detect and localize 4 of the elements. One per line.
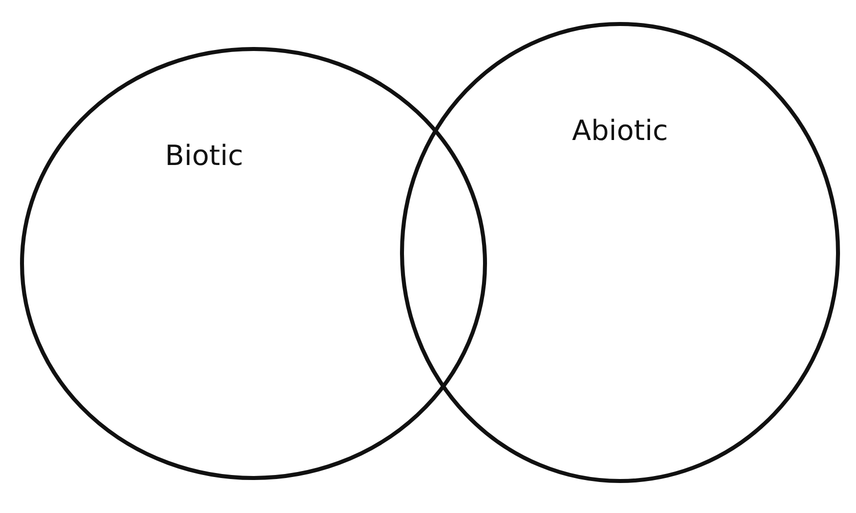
circle-label: Abiotic — [572, 113, 668, 149]
venn-circle — [20, 47, 487, 480]
circle-label: Biotic — [165, 138, 244, 174]
venn-circle — [400, 22, 840, 483]
